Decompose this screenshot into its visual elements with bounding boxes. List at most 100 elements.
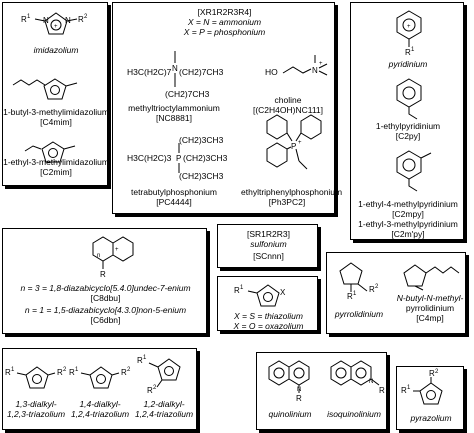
svg-text:R: R — [296, 394, 302, 403]
svg-text:N: N — [369, 379, 373, 385]
svg-text:1: 1 — [143, 355, 147, 361]
t123-name-1: 1,3-dialkyl- — [15, 399, 57, 409]
t123-name-2: 1,2,3-triazolium — [6, 409, 66, 419]
empy-name-2: 1-ethyl-3-methylpyridinium — [358, 219, 458, 229]
sulfonium-abbr: [SCnnn] — [253, 251, 284, 261]
svg-text:+: + — [115, 247, 119, 253]
svg-text:R: R — [5, 368, 11, 377]
thiazolium-definition: X = S = thiazolium — [234, 311, 303, 321]
mtoa-right-chain: (CH2)7CH3 — [179, 67, 224, 77]
mtoa-name: methyltrioctylammonium — [128, 103, 220, 113]
empy-abbr-2: [C2m'py] — [391, 229, 425, 239]
svg-text:1: 1 — [407, 385, 411, 391]
svg-text:R: R — [405, 48, 411, 57]
mtoa-structure: N — [172, 51, 178, 87]
svg-text:N: N — [297, 387, 301, 393]
svg-text:R: R — [57, 368, 63, 377]
choline-abbr: [(C2H4OH)NC111] — [252, 105, 324, 115]
emim-name: 1-ethyl-3-methylimidazolium — [3, 157, 109, 167]
quinolinium-structure: N R — [268, 360, 310, 403]
emim-abbr: [C2mim] — [40, 167, 72, 177]
t124-name-2: 1,2,4-triazolium — [70, 409, 130, 419]
svg-text:2: 2 — [63, 367, 67, 373]
svg-text:R: R — [401, 386, 407, 395]
dbn-abbr: [C6dbn] — [90, 315, 121, 325]
svg-text:R: R — [347, 292, 353, 301]
svg-text:n: n — [97, 253, 100, 259]
quinolinium-box: N R quinolinium N R isoquinolinium — [256, 352, 387, 430]
svg-text:R: R — [100, 270, 106, 279]
mtoa-left-chain: H3C(H2C)7 — [127, 67, 172, 77]
bmim-abbr: [C4mim] — [40, 117, 72, 127]
svg-text:1: 1 — [75, 367, 79, 373]
epy-structure — [396, 78, 422, 120]
svg-text:+: + — [298, 140, 302, 146]
tbp-top-chain: (CH2)3CH3 — [179, 135, 224, 145]
svg-text:1: 1 — [411, 47, 415, 53]
svg-text:+: + — [54, 24, 58, 30]
bmp-name-2: pyrrolidinium — [405, 303, 455, 313]
pyrazolium-label: pyrazolium — [410, 413, 452, 423]
imidazolium-label: imidazolium — [33, 45, 79, 55]
svg-text:X: X — [280, 288, 286, 297]
svg-text:2: 2 — [375, 284, 379, 290]
svg-text:R: R — [21, 15, 27, 24]
dbu-definition: n = 3 = 1,8-diazabicyclo[5.4.0]undec-7-e… — [20, 283, 191, 293]
sulfonium-box: [SR1R2R3] sulfonium [SCnnn] — [217, 224, 318, 268]
choline-ho: HO — [265, 67, 278, 77]
isoquinolinium-structure: N R — [330, 360, 385, 395]
svg-text:N: N — [172, 64, 178, 73]
choline-structure: N + — [282, 55, 328, 76]
empy-structure — [396, 150, 432, 192]
svg-text:P: P — [176, 154, 181, 163]
tbp-abbr: [PC4444] — [156, 197, 192, 207]
phosphonium-definition: X = P = phosphonium — [183, 27, 266, 37]
svg-text:R: R — [429, 369, 435, 378]
svg-text:+: + — [319, 61, 323, 67]
t124b-name-1: 1,2-dialkyl- — [143, 399, 185, 409]
svg-text:R: R — [137, 356, 143, 365]
svg-text:1: 1 — [11, 367, 15, 373]
dbn-definition: n = 1 = 1,5-diazabicyclo[4.3.0]non-5-eni… — [24, 305, 187, 315]
t124-name-1: 1,4-dialkyl- — [79, 399, 121, 409]
svg-text:R: R — [234, 286, 240, 295]
diazabicyclo-structure: n R + — [92, 236, 134, 279]
epy-name: 1-ethylpyridinium — [375, 121, 441, 131]
svg-text:+: + — [407, 24, 411, 30]
quaternary-general-formula: [XR1R2R3R4] — [197, 7, 252, 17]
empy-abbr-1: [C2mpy] — [392, 209, 424, 219]
etpp-structure: P + — [266, 114, 322, 170]
emim-structure — [24, 141, 76, 163]
svg-text:1: 1 — [27, 14, 31, 20]
quinolinium-label: quinolinium — [268, 409, 312, 419]
oxazolium-definition: X = O = oxazolium — [233, 321, 304, 331]
bmp-abbr: [C4mp] — [416, 313, 444, 323]
diazabicyclo-box: n R + n = 3 = 1,8-diazabicyclo[5.4.0]und… — [2, 228, 207, 334]
svg-text:R: R — [78, 15, 84, 24]
svg-text:1: 1 — [240, 285, 244, 291]
svg-text:2: 2 — [84, 14, 88, 20]
isoquinolinium-label: isoquinolinium — [327, 409, 381, 419]
sulfonium-formula: [SR1R2R3] — [247, 229, 290, 239]
tbp-left-chain: H3C(H2C)3 — [127, 153, 172, 163]
svg-text:R: R — [121, 368, 127, 377]
bmim-structure — [12, 78, 78, 100]
mtoa-bottom-chain: (CH2)7CH3 — [165, 89, 210, 99]
svg-text:2: 2 — [435, 369, 439, 375]
svg-text:1: 1 — [353, 291, 357, 297]
empy-name-1: 1-ethyl-4-methylpyridinium — [358, 199, 458, 209]
tbp-bottom-chain: (CH2)3CH3 — [179, 171, 224, 181]
ammonium-definition: X = N = ammonium — [187, 17, 262, 27]
svg-text:2: 2 — [127, 367, 131, 373]
choline-name: choline — [274, 95, 302, 105]
tbp-right-chain: (CH2)3CH3 — [183, 153, 228, 163]
